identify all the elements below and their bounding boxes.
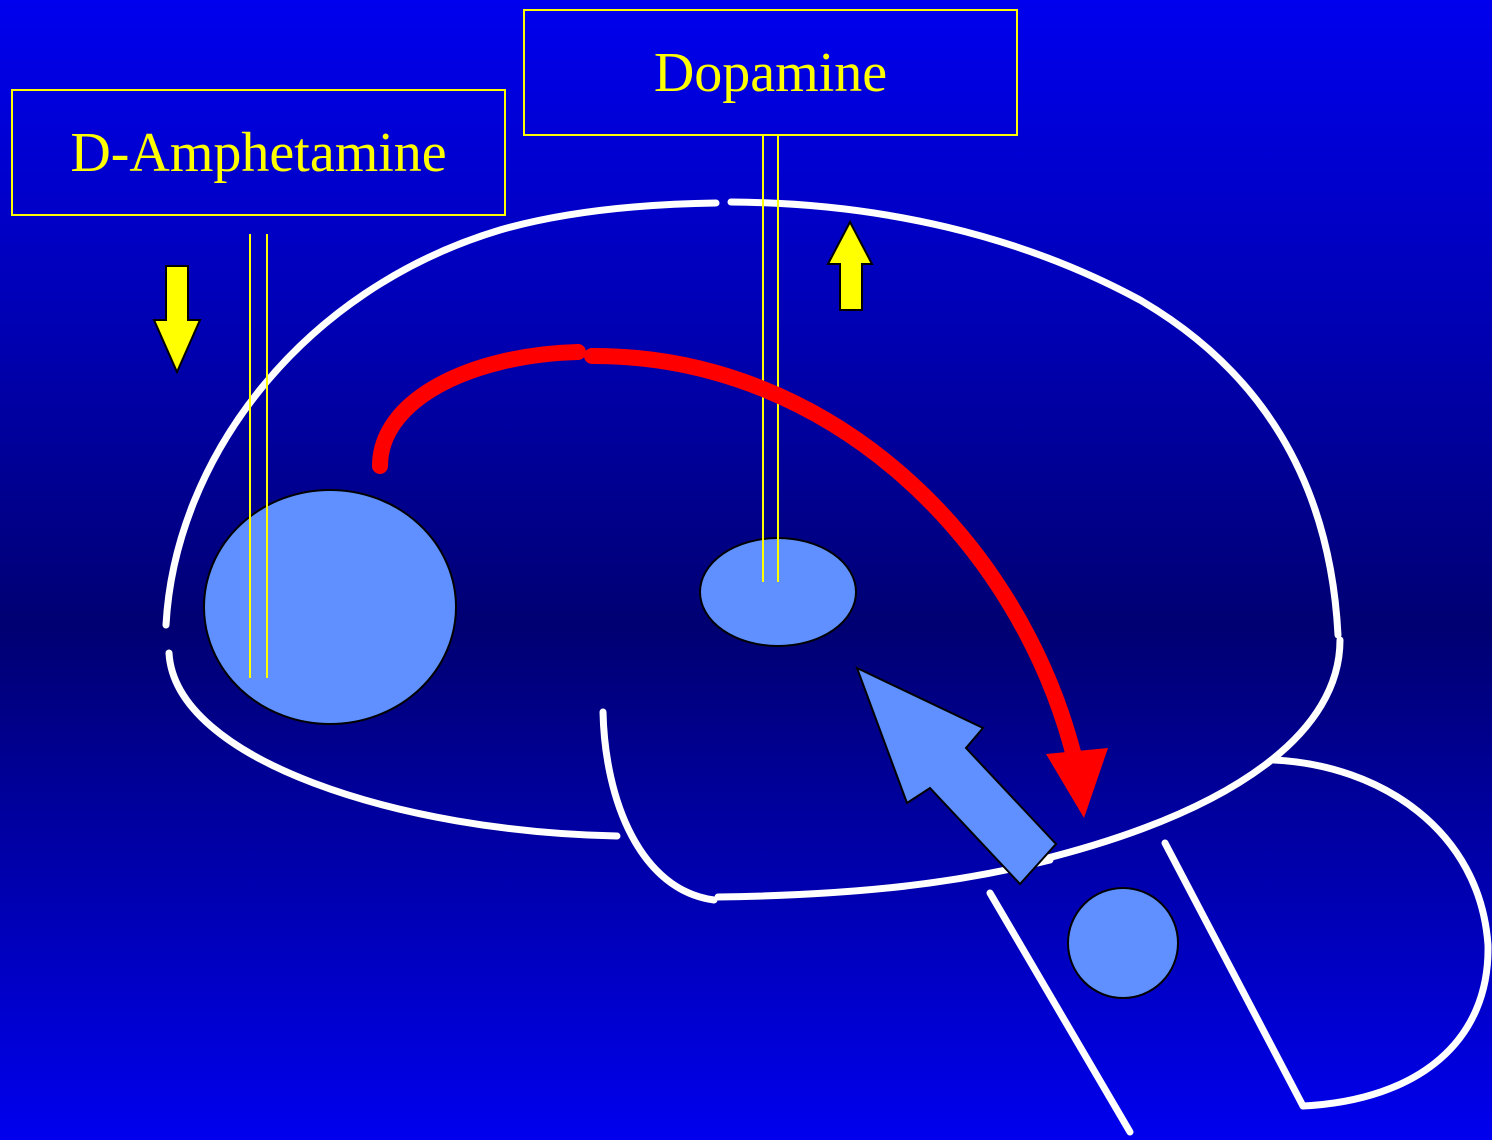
amphetamine-label-box: D-Amphetamine xyxy=(11,89,506,216)
red-arrowhead xyxy=(1046,748,1108,818)
prefrontal-nucleus xyxy=(204,490,456,724)
amphetamine-label: D-Amphetamine xyxy=(70,121,446,185)
temporal-curve xyxy=(603,712,714,900)
cerebellum-outline xyxy=(1274,760,1488,1106)
dopamine-label: Dopamine xyxy=(654,41,887,105)
cerebrum-right-lower xyxy=(1040,640,1340,860)
cerebrum-bottom-edge xyxy=(718,860,1050,897)
dopamine-label-box: Dopamine xyxy=(523,9,1018,136)
down-arrow-icon xyxy=(154,266,200,372)
brainstem-nucleus xyxy=(1068,888,1178,998)
brainstem-right-line xyxy=(1165,843,1303,1106)
blue-input-arrow xyxy=(857,668,1056,884)
up-arrow-icon xyxy=(828,222,872,310)
